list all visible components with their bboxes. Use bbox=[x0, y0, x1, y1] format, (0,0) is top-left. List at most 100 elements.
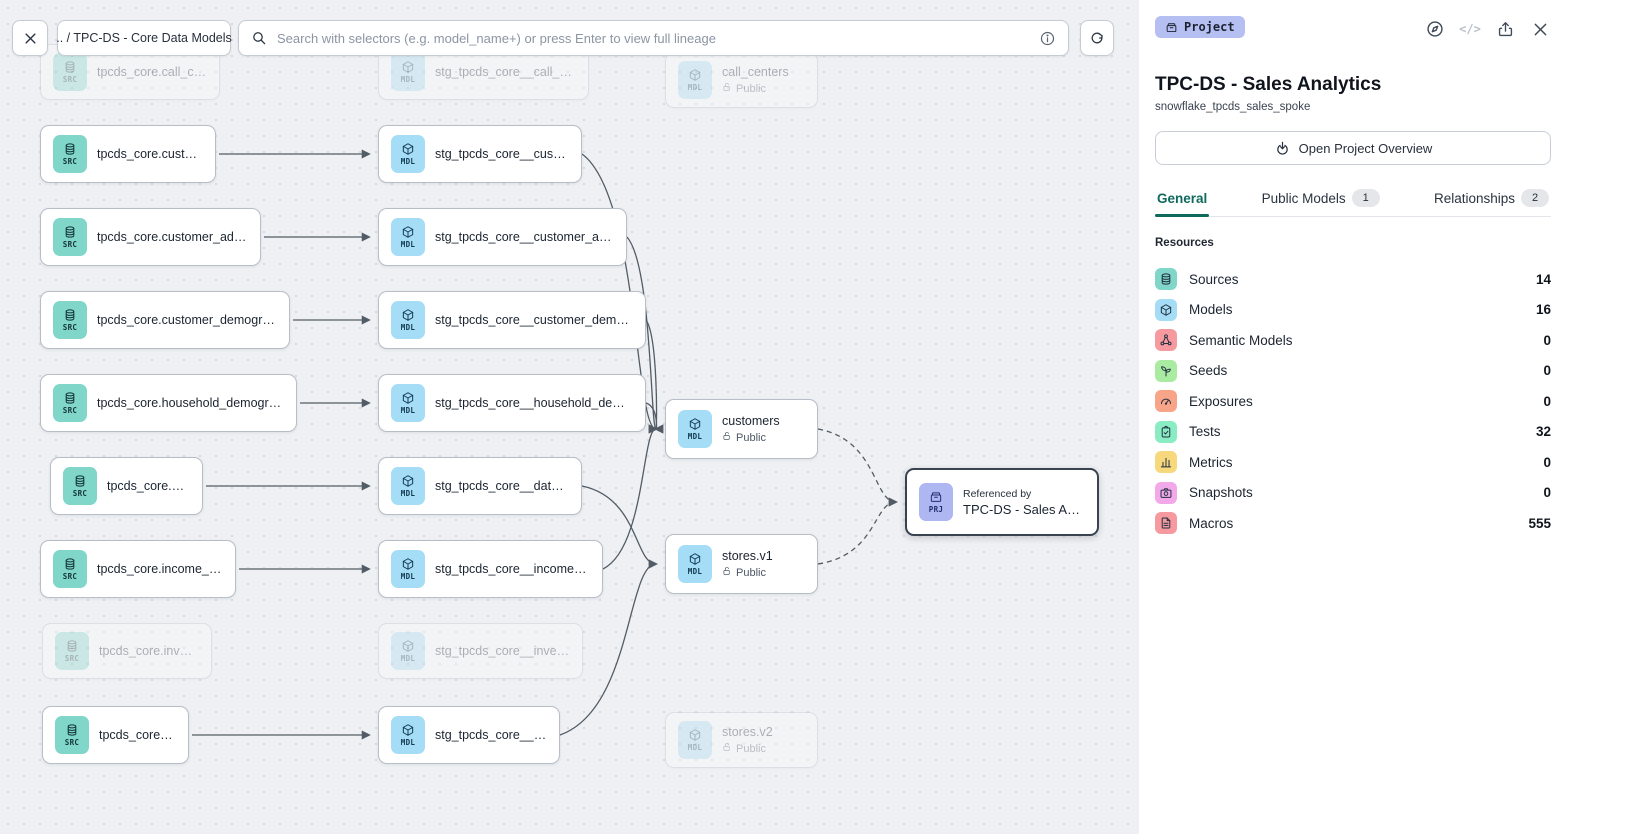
tab-public-models-label: Public Models bbox=[1261, 190, 1346, 206]
node-label: stores.v1 bbox=[722, 549, 773, 563]
close-panel-icon[interactable] bbox=[1529, 18, 1551, 40]
search-icon bbox=[253, 32, 266, 45]
lineage-node-stg_household_demographics[interactable]: MDL stg_tpcds_core__household_demogr… bbox=[378, 374, 646, 432]
resources-heading: Resources bbox=[1155, 237, 1214, 249]
node-label: stg_tpcds_core__household_demogr… bbox=[435, 396, 633, 410]
mdl-type-icon: MDL bbox=[678, 410, 712, 448]
project-icon bbox=[1166, 22, 1177, 32]
node-label: tpcds_core.customer_address bbox=[97, 230, 248, 244]
page-title: TPC-DS - Sales Analytics bbox=[1155, 74, 1382, 95]
node-text: tpcds_core.inventory bbox=[99, 644, 199, 658]
node-text: stg_tpcds_core__customer_demogra… bbox=[435, 313, 633, 327]
node-text: tpcds_core.customer bbox=[97, 147, 203, 161]
resource-label: Metrics bbox=[1189, 454, 1233, 470]
bar-chart-icon bbox=[1155, 451, 1177, 474]
camera-icon bbox=[1155, 481, 1177, 504]
resource-count: 0 bbox=[1543, 454, 1551, 470]
tab-relationships[interactable]: Relationships 2 bbox=[1432, 189, 1551, 216]
node-label: customers bbox=[722, 414, 780, 428]
info-icon[interactable] bbox=[1039, 30, 1056, 47]
seedling-icon bbox=[1155, 359, 1177, 382]
node-text: tpcds_core.date_dim bbox=[107, 479, 190, 493]
resource-label: Seeds bbox=[1189, 363, 1228, 379]
resource-label: Semantic Models bbox=[1189, 332, 1293, 348]
lineage-canvas[interactable]: SRCtpcds_core.call_centerSRCtpcds_core.c… bbox=[0, 0, 1140, 834]
lineage-node-src_customer[interactable]: SRC tpcds_core.customer bbox=[40, 125, 216, 183]
mdl-type-icon: MDL bbox=[678, 61, 712, 99]
mdl-type-icon: MDL bbox=[391, 384, 425, 422]
refresh-icon bbox=[1091, 32, 1103, 44]
edge-mdl_stores_v1-to-prj_sales bbox=[817, 497, 898, 565]
node-label: tpcds_core.household_demographics bbox=[97, 396, 284, 410]
explore-compass-icon[interactable] bbox=[1424, 18, 1446, 40]
node-text: tpcds_core.call_center bbox=[97, 65, 207, 79]
project-type-badge-label: Project bbox=[1184, 20, 1235, 34]
tab-public-models-count: 1 bbox=[1351, 189, 1380, 207]
node-text: stg_tpcds_core__customer_address bbox=[435, 230, 614, 244]
node-label: stg_tpcds_core__inventory bbox=[435, 644, 570, 658]
close-lineage-button[interactable] bbox=[12, 20, 48, 56]
lineage-node-src_household_demographics[interactable]: SRC tpcds_core.household_demographics bbox=[40, 374, 297, 432]
lineage-node-stg_customer_demographics[interactable]: MDL stg_tpcds_core__customer_demogra… bbox=[378, 291, 646, 349]
refresh-lineage-button[interactable] bbox=[1080, 20, 1114, 56]
tab-relationships-label: Relationships bbox=[1433, 190, 1515, 206]
share-icon[interactable] bbox=[1494, 18, 1516, 40]
search-input[interactable] bbox=[275, 29, 1031, 47]
node-label: stg_tpcds_core__customer_demogra… bbox=[435, 313, 633, 327]
tab-general[interactable]: General bbox=[1155, 189, 1210, 217]
tab-general-label: General bbox=[1157, 190, 1208, 206]
open-overview-icon bbox=[1276, 141, 1288, 155]
node-text: stg_tpcds_core__income_band bbox=[435, 562, 590, 576]
node-text: tpcds_core.customer_address bbox=[97, 230, 248, 244]
resource-row-metrics[interactable]: Metrics 0 bbox=[1155, 447, 1551, 478]
open-project-overview-button[interactable]: Open Project Overview bbox=[1155, 131, 1551, 165]
node-text: tpcds_core.household_demographics bbox=[97, 396, 284, 410]
node-label: tpcds_core.call_center bbox=[97, 65, 207, 79]
resource-count: 16 bbox=[1535, 302, 1551, 318]
resource-count: 32 bbox=[1535, 424, 1551, 440]
project-detail-panel: Project </> TPC-DS - Sales Analytics sno… bbox=[1139, 0, 1648, 834]
node-label: stg_tpcds_core__income_band bbox=[435, 562, 590, 576]
tab-public-models[interactable]: Public Models 1 bbox=[1260, 189, 1382, 216]
src-type-icon: SRC bbox=[53, 135, 87, 173]
node-text: tpcds_core.customer_demographics bbox=[97, 313, 277, 327]
src-type-icon: SRC bbox=[53, 384, 87, 422]
node-label: tpcds_core.store bbox=[99, 728, 176, 742]
node-label: tpcds_core.date_dim bbox=[107, 479, 190, 493]
node-text: stg_tpcds_core__call_center bbox=[435, 65, 576, 79]
graph-icon bbox=[1155, 329, 1177, 352]
resource-label: Sources bbox=[1189, 271, 1239, 287]
edge-stg_income_band-to-mdl_customers bbox=[602, 424, 658, 570]
mdl-type-icon: MDL bbox=[391, 301, 425, 339]
resource-label: Snapshots bbox=[1189, 485, 1253, 501]
close-icon bbox=[24, 32, 36, 44]
breadcrumb[interactable]: .. / TPC-DS - Core Data Models bbox=[56, 20, 232, 56]
